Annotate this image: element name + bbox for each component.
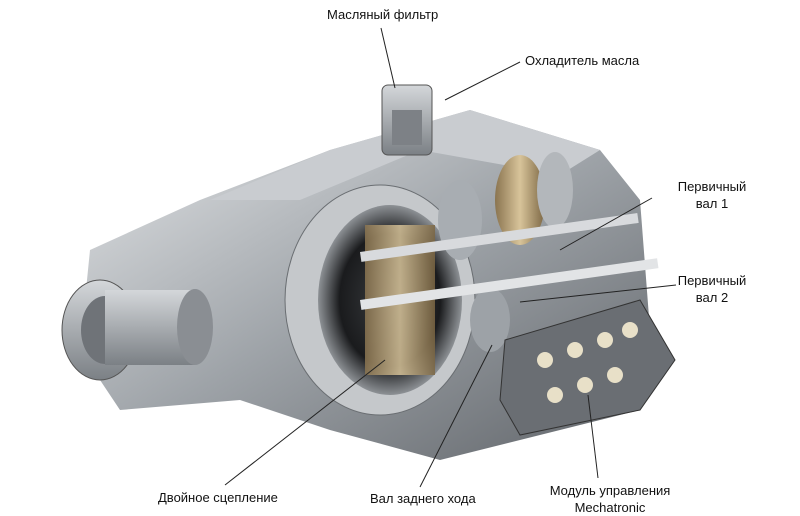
label-line: Первичный xyxy=(677,273,747,288)
label-dual-clutch: Двойное сцепление xyxy=(158,490,278,505)
leader-oil-cooler xyxy=(444,61,521,101)
mechatronic-module xyxy=(499,299,676,436)
input-shafts xyxy=(360,213,659,310)
label-line: вал 2 xyxy=(695,290,729,305)
leader-lines xyxy=(224,27,677,488)
leader-mechatronic xyxy=(587,394,599,479)
oil-filter xyxy=(381,84,433,156)
label-oil-cooler: Охладитель масла xyxy=(525,53,640,68)
label-oil-filter: Масляный фильтр xyxy=(327,7,439,22)
output-flange xyxy=(61,279,213,381)
label-reverse-shaft: Вал заднего хода xyxy=(370,491,476,506)
leader-oil-filter xyxy=(380,27,396,89)
label-line: Первичный xyxy=(677,179,747,194)
label-line: Модуль управления xyxy=(549,483,671,498)
label-line: Mechatronic xyxy=(574,500,646,515)
leader-reverse-shaft xyxy=(419,344,493,488)
label-mechatronic: Модуль управления Mechatronic xyxy=(540,482,680,516)
leader-input-shaft-2 xyxy=(519,284,677,303)
label-input-shaft-1: Первичный вал 1 xyxy=(672,178,752,212)
label-input-shaft-2: Первичный вал 2 xyxy=(672,272,752,306)
leader-input-shaft-1 xyxy=(559,197,653,251)
leader-dual-clutch xyxy=(224,359,386,486)
label-line: вал 1 xyxy=(695,196,729,211)
